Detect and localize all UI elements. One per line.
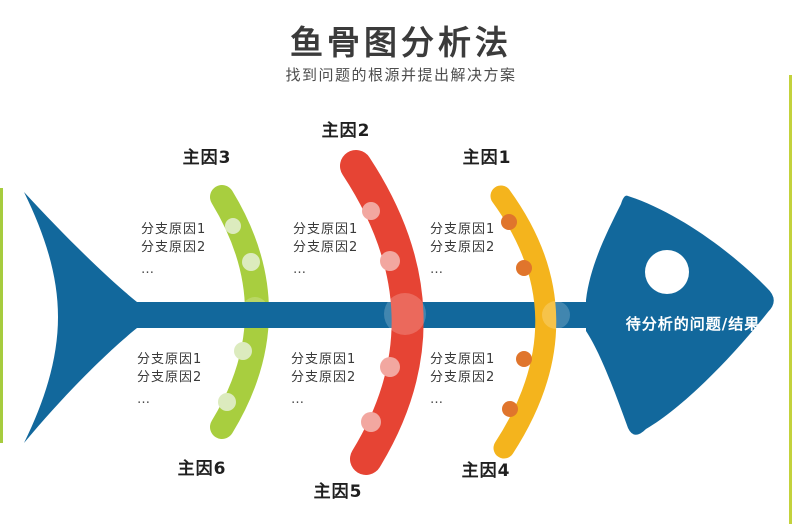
branch-line-more: … — [430, 262, 445, 277]
branch-dot — [380, 251, 400, 271]
branch-group-top-left: 分支原因1 分支原因2 … — [141, 221, 206, 279]
main-cause-label-2: 主因2 — [321, 121, 371, 141]
branch-line-more: … — [141, 262, 156, 277]
branch-line: 分支原因1 — [430, 222, 496, 237]
fish-tail — [24, 192, 137, 443]
branch-dot — [234, 342, 252, 360]
branch-dot — [362, 202, 380, 220]
branch-line: 分支原因2 — [137, 370, 203, 385]
left-edge-line — [0, 188, 3, 443]
main-bone-yellow — [490, 185, 557, 459]
main-cause-label-4: 主因4 — [461, 461, 511, 481]
branch-dot — [516, 351, 532, 367]
page-subtitle: 找到问题的根源并提出解决方案 — [285, 66, 517, 84]
branch-line: 分支原因1 — [141, 222, 207, 237]
main-cause-label-5: 主因5 — [313, 482, 363, 502]
branch-line: 分支原因1 — [430, 352, 496, 367]
branch-line: 分支原因1 — [137, 352, 203, 367]
branch-line: 分支原因2 — [430, 370, 496, 385]
main-cause-label-3: 主因3 — [182, 148, 232, 168]
branch-line: 分支原因1 — [293, 222, 359, 237]
fish-head — [586, 195, 774, 435]
branch-group-bottom-middle: 分支原因1 分支原因2 … — [291, 351, 356, 409]
branch-line-more: … — [137, 392, 152, 407]
main-bone-red — [340, 150, 424, 475]
branch-group-top-middle: 分支原因1 分支原因2 … — [293, 221, 358, 279]
main-cause-label-1: 主因1 — [462, 148, 512, 168]
yellow-bone-spine-joint — [542, 301, 570, 329]
branch-group-top-right: 分支原因1 分支原因2 … — [430, 221, 495, 279]
red-bone-spine-joint — [384, 293, 426, 335]
page-title: 鱼骨图分析法 — [290, 23, 512, 62]
branch-line: 分支原因2 — [293, 240, 359, 255]
branch-line: 分支原因2 — [141, 240, 207, 255]
fish-spine — [130, 302, 592, 328]
branch-line-more: … — [291, 392, 306, 407]
branch-line-more: … — [430, 392, 445, 407]
main-cause-label-6: 主因6 — [177, 459, 227, 479]
branch-dot — [218, 393, 236, 411]
right-edge-line — [789, 75, 792, 524]
branch-line: 分支原因2 — [291, 370, 357, 385]
branch-group-bottom-right: 分支原因1 分支原因2 … — [430, 351, 495, 409]
branch-dot — [242, 253, 260, 271]
problem-result-label: 待分析的问题/结果 — [625, 315, 761, 333]
branch-dot — [502, 401, 518, 417]
branch-line-more: … — [293, 262, 308, 277]
branch-dot — [225, 218, 241, 234]
fish-eye — [645, 250, 689, 294]
branch-dot — [361, 412, 381, 432]
branch-dot — [501, 214, 517, 230]
branch-dot — [380, 357, 400, 377]
branch-line: 分支原因2 — [430, 240, 496, 255]
branch-dot — [516, 260, 532, 276]
branch-group-bottom-left: 分支原因1 分支原因2 … — [137, 351, 202, 409]
branch-line: 分支原因1 — [291, 352, 357, 367]
